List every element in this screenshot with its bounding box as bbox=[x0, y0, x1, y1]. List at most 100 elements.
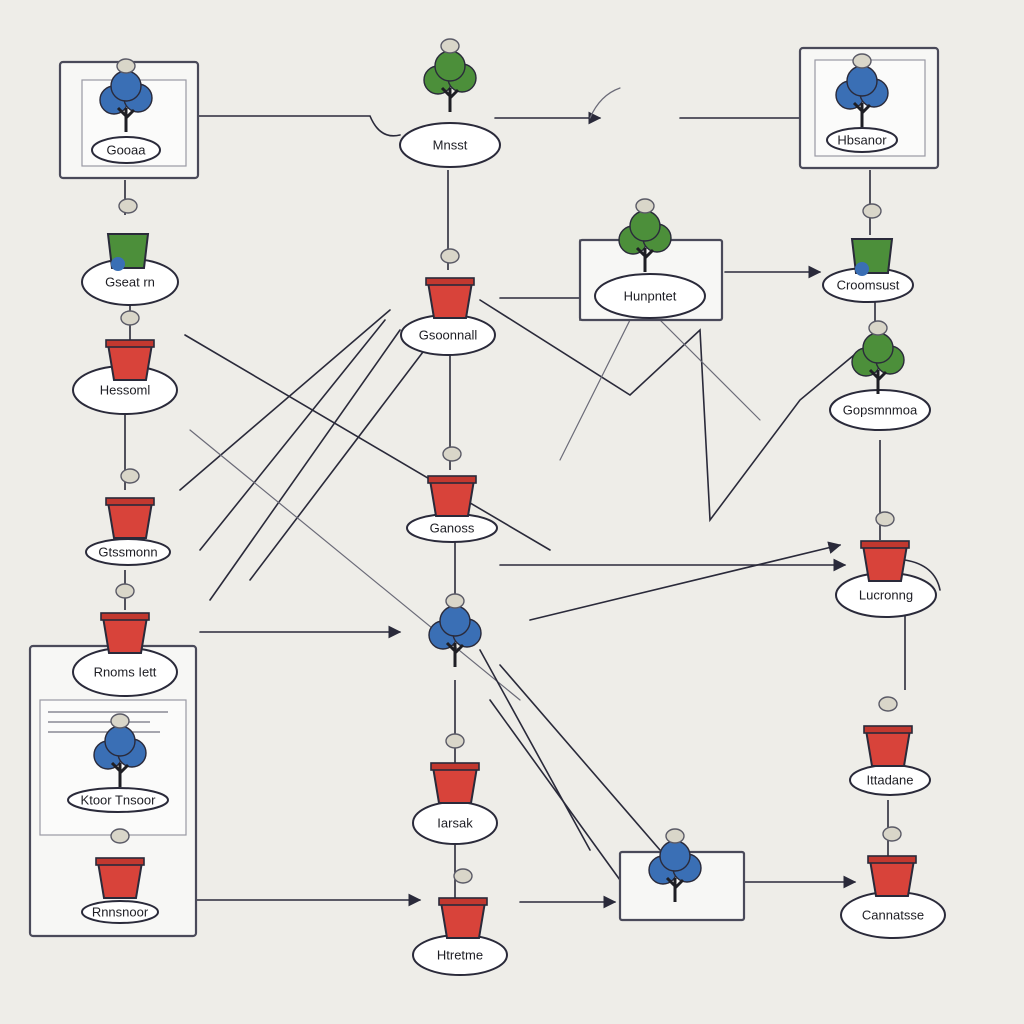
connector-knob bbox=[445, 593, 465, 609]
red-pot-icon bbox=[105, 339, 155, 381]
green-tree-icon bbox=[423, 50, 477, 112]
connector-knob bbox=[852, 53, 872, 69]
node-left-bottom[interactable]: Rnnsnoor bbox=[81, 828, 159, 924]
connector-knob bbox=[110, 713, 130, 729]
connector-knob bbox=[118, 198, 138, 214]
node-center-3[interactable] bbox=[428, 593, 482, 667]
edges bbox=[124, 87, 941, 909]
red-pot-icon bbox=[860, 540, 910, 582]
node-center-4[interactable]: Iarsak bbox=[412, 733, 498, 845]
node-bubble bbox=[594, 273, 706, 319]
node-label: Iarsak bbox=[437, 815, 473, 830]
edge-zigzag-2 bbox=[559, 298, 761, 461]
node-label: Mnsst bbox=[433, 137, 468, 152]
node-label: Gsoonnall bbox=[419, 327, 478, 342]
node-left-2[interactable]: Hessoml bbox=[72, 310, 178, 415]
node-right-4[interactable]: Ittadane bbox=[849, 696, 931, 796]
node-center-5[interactable]: Htretme bbox=[412, 868, 508, 976]
red-pot-icon bbox=[100, 612, 150, 654]
node-label: Hunpntet bbox=[624, 288, 677, 303]
connector-knob bbox=[440, 248, 460, 264]
connector-knob bbox=[115, 583, 135, 599]
connector-knob bbox=[878, 696, 898, 712]
node-left-3[interactable]: Gtssmonn bbox=[85, 468, 171, 566]
node-right-2[interactable]: Gopsmnmoa bbox=[829, 320, 931, 431]
node-left-4[interactable]: Rnoms Iett bbox=[72, 583, 178, 697]
node-label: Rnnsnoor bbox=[92, 904, 149, 919]
red-pot-icon bbox=[427, 475, 477, 517]
edge-diag-4 bbox=[209, 329, 401, 601]
connector-knob bbox=[116, 58, 136, 74]
node-center-2[interactable]: Ganoss bbox=[406, 446, 498, 543]
node-label: Cannatsse bbox=[862, 907, 924, 922]
node-right-1[interactable]: Croomsust bbox=[822, 203, 914, 303]
node-label: Gtssmonn bbox=[98, 544, 157, 559]
red-pot-icon bbox=[430, 762, 480, 804]
node-label: Lucronng bbox=[859, 587, 913, 602]
frame-left-lines bbox=[48, 711, 168, 733]
red-pot-icon bbox=[425, 277, 475, 319]
node-label: Ittadane bbox=[867, 772, 914, 787]
connector-knob bbox=[120, 310, 140, 326]
blue-tree-icon bbox=[99, 70, 153, 132]
connector-knob bbox=[445, 733, 465, 749]
edge-to-right3-b bbox=[529, 541, 842, 621]
node-center-1[interactable]: Gsoonnall bbox=[400, 248, 496, 356]
node-bottom-frame[interactable] bbox=[648, 828, 702, 902]
node-bubble bbox=[91, 136, 161, 164]
node-bubble bbox=[67, 787, 169, 813]
node-bubble bbox=[829, 389, 931, 431]
node-left-1[interactable]: Gseat rn bbox=[81, 198, 179, 306]
node-label: Hbsanor bbox=[837, 132, 887, 147]
red-pot-icon bbox=[867, 855, 917, 897]
red-pot-icon bbox=[95, 857, 145, 899]
node-left-frame[interactable]: Ktoor Tnsoor bbox=[67, 713, 169, 813]
green-pot-icon bbox=[106, 233, 150, 271]
connector-knob bbox=[868, 320, 888, 336]
edge-zigzag bbox=[479, 299, 861, 523]
node-bubble bbox=[81, 900, 159, 924]
node-label: Ktoor Tnsoor bbox=[81, 792, 157, 807]
connector-knob bbox=[882, 826, 902, 842]
connector-knob bbox=[120, 468, 140, 484]
node-label: Croomsust bbox=[837, 277, 900, 292]
edge-center3-down-1 bbox=[479, 649, 591, 851]
connector-knob bbox=[442, 446, 462, 462]
edge-diag-3 bbox=[199, 319, 386, 551]
connector-knob bbox=[862, 203, 882, 219]
green-tree-icon bbox=[618, 210, 672, 272]
node-top-left[interactable]: Gooaa bbox=[91, 58, 161, 164]
connector-knob bbox=[635, 198, 655, 214]
blue-tree-icon bbox=[835, 65, 889, 127]
edge-center3-down-2 bbox=[499, 664, 661, 851]
edge-topleft-topcenter bbox=[149, 115, 401, 137]
node-bubble bbox=[826, 127, 898, 153]
connector-knob bbox=[440, 38, 460, 54]
connector-knob bbox=[453, 868, 473, 884]
edge-diag-1 bbox=[184, 334, 551, 551]
red-pot-icon bbox=[863, 725, 913, 767]
node-right-3[interactable]: Lucronng bbox=[835, 511, 937, 618]
blue-tree-icon bbox=[648, 840, 702, 902]
node-label: Gseat rn bbox=[105, 274, 155, 289]
edge-curl-1 bbox=[589, 87, 621, 119]
node-top-center[interactable]: Mnsst bbox=[399, 38, 501, 168]
node-mid-right[interactable]: Hunpntet bbox=[594, 198, 706, 319]
edge-center3-down-3 bbox=[489, 699, 621, 881]
node-top-right[interactable]: Hbsanor bbox=[826, 53, 898, 153]
node-label: Htretme bbox=[437, 947, 483, 962]
connector-knob bbox=[110, 828, 130, 844]
edge-right-to-right3 bbox=[904, 559, 941, 591]
green-pot-icon bbox=[850, 238, 894, 276]
node-right-5[interactable]: Cannatsse bbox=[840, 826, 946, 939]
red-pot-icon bbox=[438, 897, 488, 939]
node-label: Gopsmnmoa bbox=[843, 402, 918, 417]
blue-tree-icon bbox=[428, 605, 482, 667]
edge-diag-6 bbox=[189, 429, 521, 701]
node-label: Gooaa bbox=[106, 142, 146, 157]
connector-knob bbox=[665, 828, 685, 844]
node-label: Ganoss bbox=[430, 520, 475, 535]
node-label: Hessoml bbox=[100, 382, 151, 397]
